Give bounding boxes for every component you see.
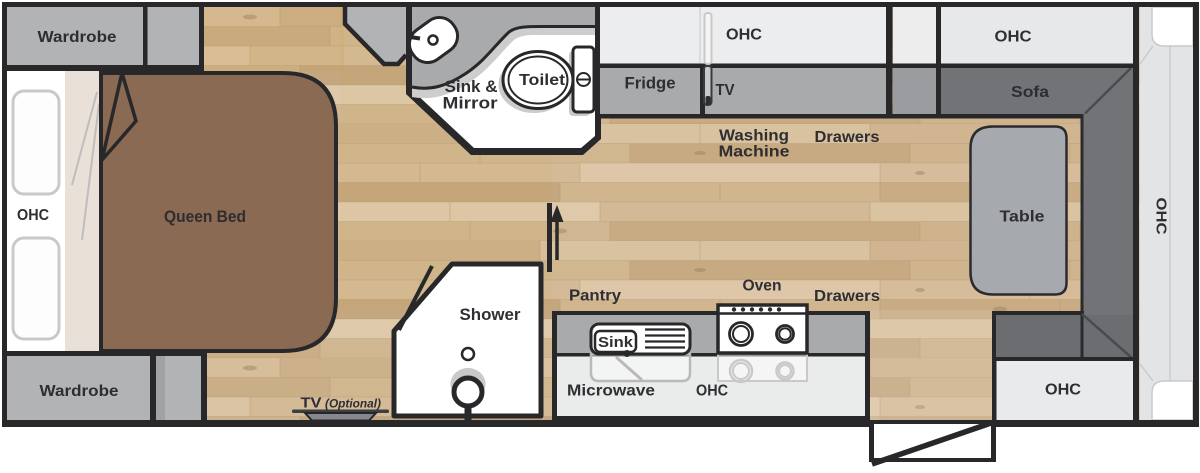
svg-text:OHC: OHC: [17, 207, 49, 224]
svg-text:OHC: OHC: [726, 27, 762, 44]
svg-text:Wardrobe: Wardrobe: [40, 383, 119, 400]
svg-text:OHC: OHC: [1153, 198, 1169, 236]
svg-text:Washing: Washing: [719, 128, 789, 145]
svg-text:Oven: Oven: [743, 278, 782, 295]
svg-text:Wardrobe: Wardrobe: [38, 29, 117, 46]
svg-text:OHC: OHC: [696, 383, 728, 400]
svg-text:(Optional): (Optional): [325, 397, 381, 411]
svg-text:Machine: Machine: [719, 144, 790, 161]
svg-text:Toilet: Toilet: [519, 72, 565, 89]
svg-text:Table: Table: [1000, 209, 1045, 226]
svg-text:Queen Bed: Queen Bed: [164, 208, 246, 226]
svg-text:Pantry: Pantry: [569, 288, 621, 305]
svg-text:Microwave: Microwave: [567, 383, 655, 400]
svg-text:OHC: OHC: [1045, 382, 1081, 399]
svg-text:OHC: OHC: [995, 29, 1032, 46]
svg-text:Drawers: Drawers: [814, 288, 880, 305]
svg-text:Drawers: Drawers: [815, 129, 880, 146]
svg-text:Shower: Shower: [460, 306, 522, 324]
svg-text:Sink: Sink: [598, 335, 634, 351]
svg-text:Sofa: Sofa: [1011, 84, 1049, 101]
svg-text:Mirror: Mirror: [443, 94, 498, 113]
svg-text:TV: TV: [716, 82, 736, 99]
svg-text:TV: TV: [301, 395, 322, 412]
svg-text:Fridge: Fridge: [625, 75, 676, 93]
svg-text:Sink &: Sink &: [445, 77, 498, 96]
